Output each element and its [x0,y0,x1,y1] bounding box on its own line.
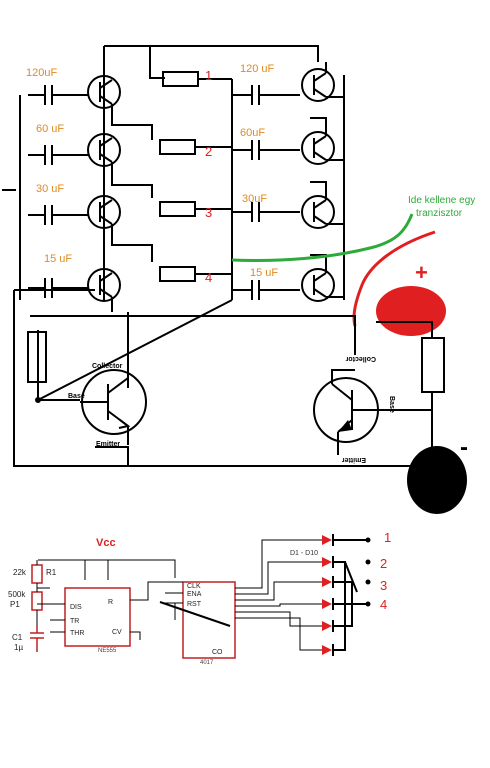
output-2-label: 2 [380,556,387,571]
plus-sign: + [415,260,428,285]
timer-pin-tr: TR [70,618,79,625]
cap-left-4-label: 15 uF [44,253,72,265]
timer-pin-r: R [108,599,113,606]
output-1-label: 1 [384,530,391,545]
right-emitter-label: Emitter [342,456,366,463]
cap-left-1-label: 120uF [26,67,57,79]
counter-pin-rst: RST [187,601,202,608]
base-resistor-left [27,331,47,383]
counter-pin-ena: ENA [187,591,202,598]
diode-array [322,534,371,656]
transistor-right [313,369,432,455]
counter-name: 4017 [200,660,214,666]
upper-circuit: 120uF 60 uF 30 uF 15 uF 1 2 3 4 120 uF 6… [2,45,475,514]
timing-network [30,560,50,652]
resistor-1-number: 1 [205,68,212,83]
c1-value: 1µ [14,643,23,652]
base-resistor-right [421,337,445,393]
left-capacitors [28,85,88,298]
lower-circuit: Vcc 22k R1 500k P1 C1 1µ DIS TR THR R CV… [8,530,391,666]
cap-right-2-label: 60uF [240,127,265,139]
left-emitter-label: Emitter [96,441,120,448]
minus-sign: - [460,434,468,461]
annotation-line2: tranzisztor [416,208,463,219]
left-transistor-stack [87,75,153,312]
resistor-3-number: 3 [205,205,212,220]
left-base-label: Base [68,393,85,400]
p1-name: P1 [10,600,20,609]
cap-right-3-label: 30uF [242,193,267,205]
right-base-label: Base [388,396,395,413]
timer-chip [64,587,131,647]
cap-right-1-label: 120 uF [240,63,275,75]
negative-terminal [407,446,467,514]
timer-pin-dis: DIS [70,604,82,611]
cap-right-4-label: 15 uF [250,267,278,279]
r1-value: 22k [13,568,27,577]
cap-left-2-label: 60 uF [36,123,64,135]
resistor-bank [159,71,233,300]
junction-dot-left [35,397,41,403]
counter-pin-co: CO [212,649,223,656]
transistor-left [80,369,147,466]
counter-pin-clk: CLK [187,583,201,590]
positive-terminal [376,286,446,336]
vcc-label: Vcc [96,537,116,549]
cap-left-3-label: 30 uF [36,183,64,195]
right-collector-label: Collector [345,355,376,362]
timer-pin-thr: THR [70,630,84,637]
left-collector-label: Collector [92,363,123,370]
timer-name: NE555 [98,648,117,654]
output-4-label: 4 [380,597,387,612]
p1-value: 500k [8,590,26,599]
counter-chip [182,581,236,659]
output-3-label: 3 [380,578,387,593]
c1-name: C1 [12,633,23,642]
diode-label: D1 - D10 [290,550,318,557]
annotation-line1: Ide kellene egy [408,195,475,206]
r1-name: R1 [46,568,57,577]
resistor-2-number: 2 [205,144,212,159]
right-transistor-stack [301,62,345,302]
resistor-4-number: 4 [205,270,212,285]
timer-pin-cv: CV [112,629,122,636]
right-capacitors [232,85,300,300]
